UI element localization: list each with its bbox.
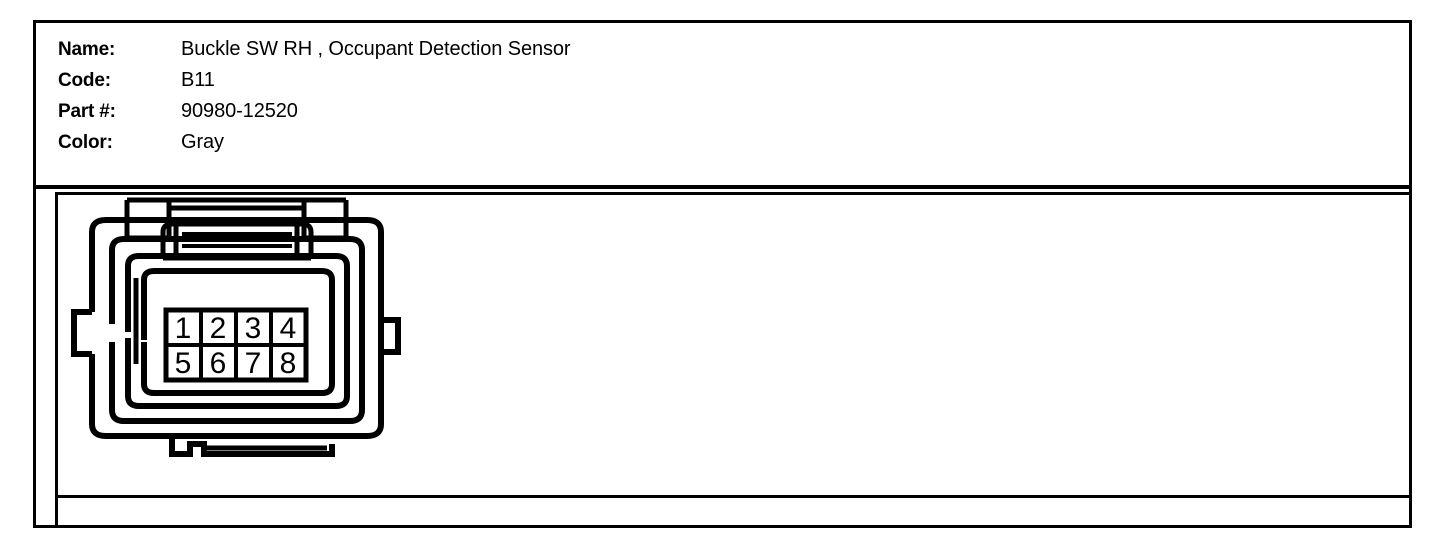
pin-label-4: 4: [280, 312, 297, 345]
spec-value-part-number: 90980-12520: [181, 100, 298, 122]
connector-cavity-wall: [141, 268, 335, 396]
spec-value-code: B11: [181, 69, 215, 91]
pin-grid-lines: [166, 310, 306, 380]
spec-label-name: Name:: [58, 39, 116, 60]
spec-label-part-number: Part #:: [58, 101, 116, 122]
connector-right-retention-tab: [381, 317, 401, 355]
pin-label-2: 2: [210, 312, 227, 345]
pin-label-7: 7: [245, 347, 262, 380]
connector-second-shell: [109, 236, 365, 424]
spec-block: Name: Buckle SW RH , Occupant Detection S…: [36, 23, 1409, 185]
pin-label-3: 3: [245, 312, 262, 345]
spec-value-color: Gray: [181, 131, 224, 153]
spec-row-color: Color: Gray: [58, 128, 224, 157]
spec-row-name: Name: Buckle SW RH , Occupant Detection S…: [58, 35, 571, 64]
spec-value-name: Buckle SW RH , Occupant Detection Sensor: [181, 38, 571, 60]
connector-latch-body: [160, 221, 314, 258]
connector-outer-shell: [89, 217, 384, 439]
spec-row-part-number: Part #: 90980-12520: [58, 97, 298, 126]
spec-label-color: Color:: [58, 132, 113, 153]
pin-label-8: 8: [280, 347, 297, 380]
connector-face-diagram: 1 2 3 4 5 6 7 8: [71, 197, 401, 457]
connector-third-shell: [125, 253, 350, 409]
connector-left-retention-tab: [71, 309, 92, 357]
spec-row-code: Code: B11: [58, 66, 215, 95]
connector-spec-card: Name: Buckle SW RH , Occupant Detection S…: [33, 20, 1412, 528]
connector-bottom-key: [169, 436, 335, 457]
pin-label-6: 6: [210, 347, 227, 380]
pin-label-1: 1: [175, 312, 192, 345]
diagram-footer-divider: [55, 495, 1412, 498]
spec-divider: [36, 185, 1409, 189]
connector-diagram-panel: 1 2 3 4 5 6 7 8: [55, 192, 1412, 528]
pin-label-5: 5: [175, 347, 192, 380]
spec-label-code: Code:: [58, 70, 111, 91]
